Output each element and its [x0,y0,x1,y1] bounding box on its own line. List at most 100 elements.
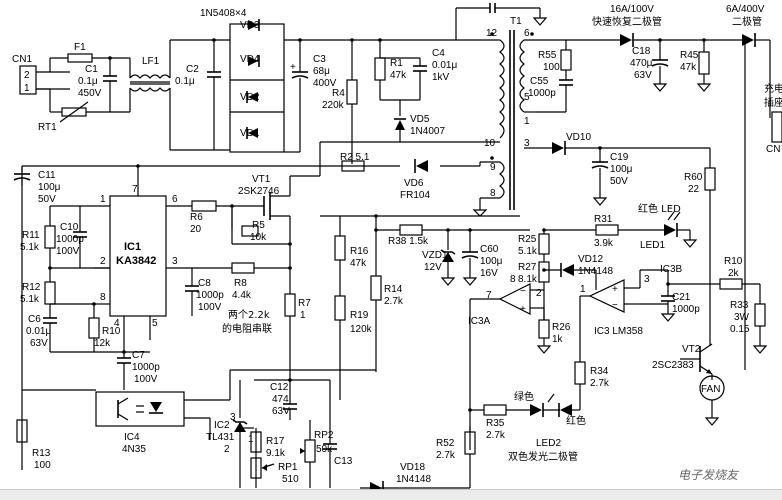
ic3b-pin3: 3 [644,274,650,285]
r19-value: 120k [350,324,373,335]
snubber-network [374,40,470,143]
c55-value: 1000p [528,88,556,99]
ic3b-label: IC3B [660,264,683,275]
vt2-part: 2SC2383 [652,360,694,371]
ic1-pin8: 8 [100,292,106,303]
c18-rating: 63V [634,70,652,81]
r17-value: 9.1k [266,448,286,459]
ic3b-pin1: 1 [580,284,586,295]
c19-label: C19 [610,152,629,163]
led1-label: LED1 [640,240,665,251]
c7-rating: 100V [134,374,158,385]
cn1-label: CN1 [12,54,32,65]
r19-label: R19 [350,310,369,321]
ic3a-pin2: 2 [536,288,542,299]
feedback-r17-rp1 [250,428,275,488]
resistor-r52 [464,426,476,488]
c3-value: 68μ [313,66,330,77]
c11-label: C11 [38,170,56,181]
c60-value: 100μ [480,256,503,267]
c11-value: 100μ [38,182,61,193]
resistor-r14 [370,216,382,372]
c12-label: C12 [270,382,289,393]
r33-value: 3W [734,312,750,323]
lf1-label: LF1 [142,56,160,67]
junction-dots [48,38,706,412]
t1-pin6: 6 [524,28,530,39]
resistor-r34 [574,360,586,410]
vt1-part: 2SK2746 [238,186,280,197]
timing-r12-c6-r10 [43,268,150,353]
cn1-connector: 2 1 [19,65,70,95]
output-diode-rating: 6A/400V [726,4,765,15]
t1-pin5: 5 [524,92,530,103]
resistor-r26 [536,308,552,354]
vd2-label: VD2 [240,92,260,103]
r10b-value: 2k [728,268,740,279]
svg-text:1: 1 [24,83,30,94]
r12-value: 5.1k [20,294,40,305]
r26-label: R26 [552,322,571,333]
r31-label: R31 [594,214,613,225]
c7-value: 1000p [132,362,160,373]
ic3-label: IC3 LM358 [594,326,643,337]
output-diode [742,33,782,370]
r55-label: R55 [538,50,557,61]
common-mode-choke-lf1 [129,40,171,150]
led2-green-label: 绿色 [514,390,534,403]
r1-label: R1 [390,58,403,69]
ic1-pin1: 1 [100,194,106,205]
c8-value: 1000p [196,290,224,301]
trimmer-rp2-c13 [300,380,337,488]
rp2-label: RP2 [314,430,334,441]
bottom-status-strip [0,489,782,500]
r13-label: R13 [32,448,51,459]
t1-pin10: 10 [484,138,496,149]
opamp-ic3a: − + [469,283,544,450]
r26-value: 1k [552,334,564,345]
ic1-pin3: 3 [172,256,178,267]
r10-value: 12k [94,338,111,349]
r17-label: R17 [266,436,285,447]
current-sense-network [185,262,296,400]
t1-pin8: 8 [490,188,496,199]
charge-label: 充电 [764,82,782,95]
r1-value: 47k [390,70,407,81]
svg-text:+: + [612,284,618,295]
bridge-rectifier [229,19,285,153]
svg-text:−: − [612,300,618,311]
capacitor-c11 [13,166,31,186]
t1-label: T1 [510,16,522,27]
vt2-label: VT2 [682,344,701,355]
ic1-pin6: 6 [172,194,178,205]
r7-value: 1 [300,310,306,321]
r16-value: 47k [350,258,367,269]
r14-label: R14 [384,284,403,295]
r2-label: R2 5.1 [340,152,370,163]
c6-rating: 63V [30,338,48,349]
r10-label: R10 [102,326,121,337]
r33-label: R33 [730,300,749,311]
ic1-label: IC1 [124,241,141,253]
ic2-pin3: 3 [230,412,236,423]
vt1-label: VT1 [252,174,271,185]
r34-value: 2.7k [590,378,610,389]
regulator-r38-vzd1-c60 [376,224,530,286]
opamp-ic3b: + − [579,269,668,360]
c4-value: 0.01μ [432,60,457,71]
r25-value: 5.1k [518,246,538,257]
vd1-label: VD1 [240,128,260,139]
c21-label: C21 [672,292,691,303]
r11-label: R11 [22,230,40,241]
vd12-label: VD12 [578,254,603,265]
c10-rating: 100V [56,246,80,257]
divider-r16-r19 [320,215,520,400]
r8-note-line2: 的电阻串联 [222,322,272,335]
c1-rating: 450V [78,88,102,99]
shunt-regulator-ic2 [232,380,254,488]
c55-label: C55 [530,76,549,87]
ic3a-pin7: 7 [486,290,492,301]
ic2-label: IC2 [214,420,230,431]
ic3a-pin8: 8 [510,274,516,285]
